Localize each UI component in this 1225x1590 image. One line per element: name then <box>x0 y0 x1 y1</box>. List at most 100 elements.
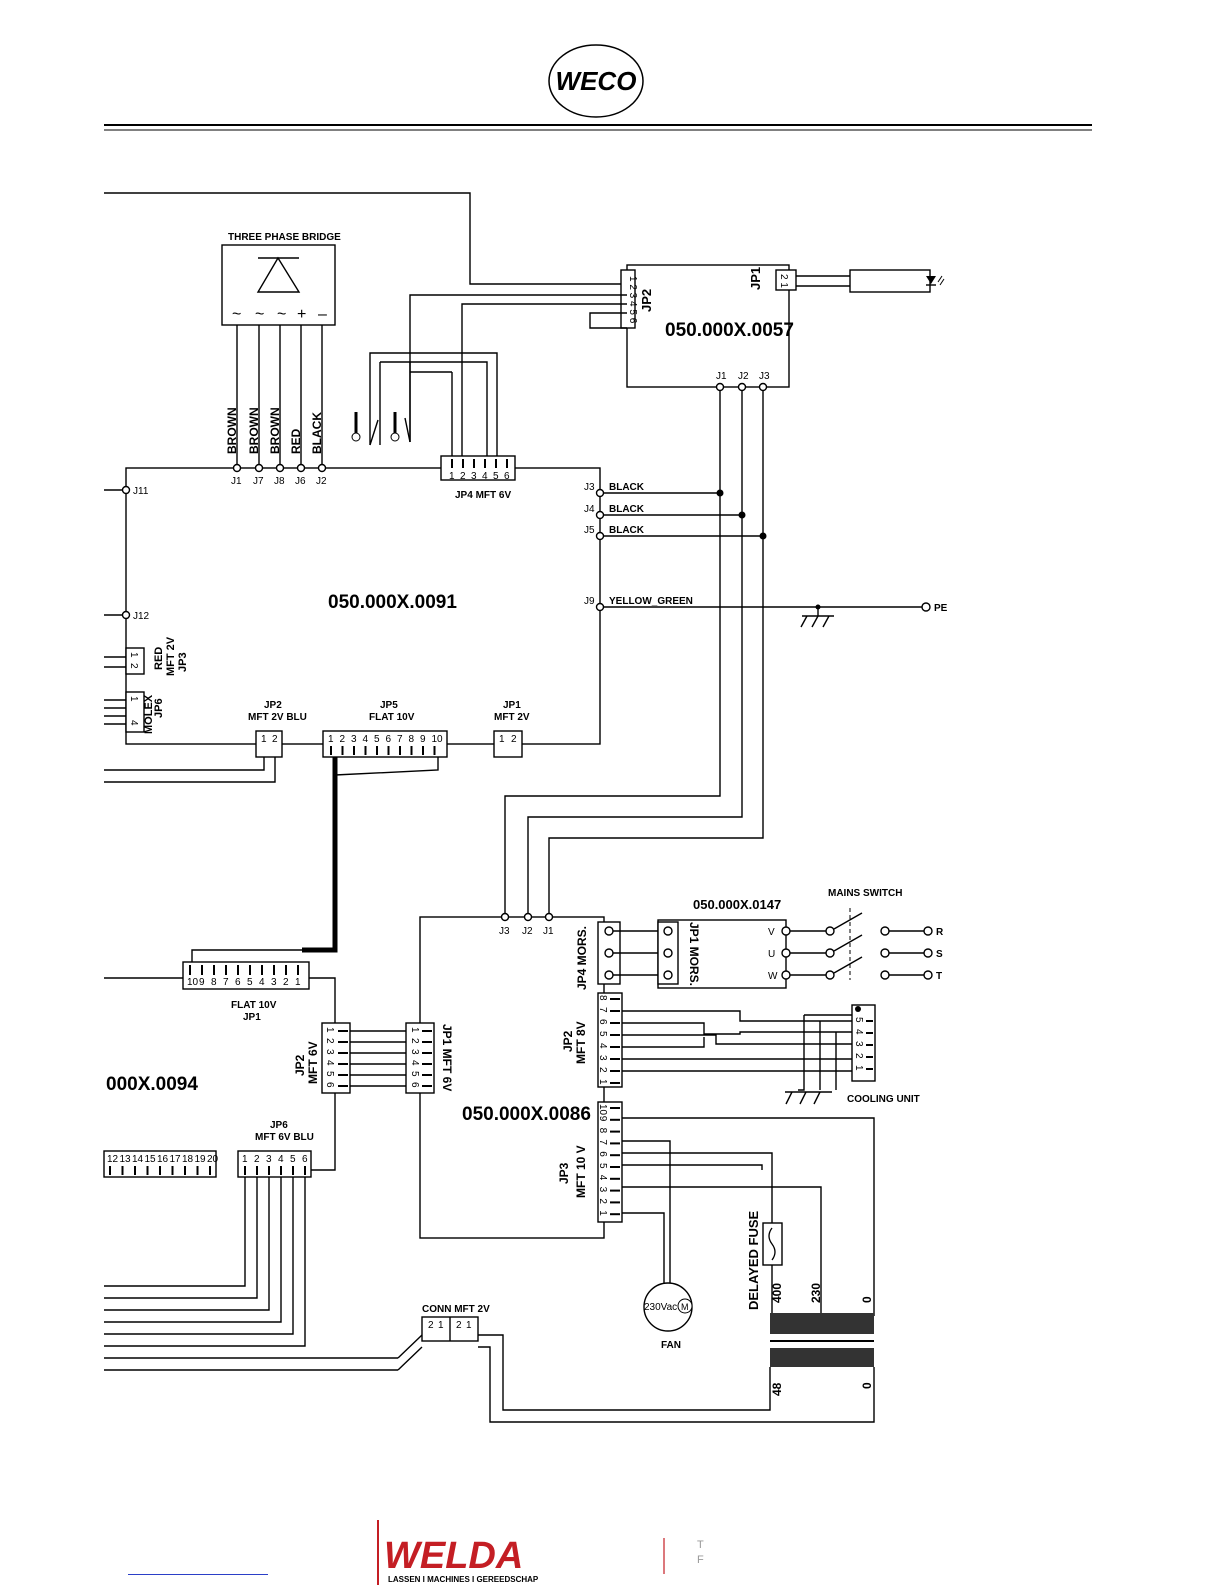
board-0086-j1: J1 <box>543 926 554 937</box>
board-0086 <box>419 916 605 1239</box>
jp6-pin-1: 1 <box>128 696 139 702</box>
pin-number: 2 <box>460 471 466 482</box>
pin-number: 3 <box>351 734 357 745</box>
pin-number: 2 <box>283 977 289 988</box>
pin-number: 1 <box>242 1154 248 1165</box>
mains-switch <box>790 908 933 980</box>
pin-number: 2 <box>853 1053 864 1059</box>
pin-number: 8 <box>597 1128 608 1134</box>
pin-number: 5 <box>597 1031 608 1037</box>
board-0086-jp4-label: JP4 MORS. <box>575 926 589 990</box>
svg-text:+: + <box>297 306 306 323</box>
pin-number: 10 <box>597 1104 608 1116</box>
bridge-title: THREE PHASE BRIDGE <box>228 232 341 243</box>
pin-number: 5 <box>324 1071 335 1077</box>
jp3-pin-2: 2 <box>128 663 139 669</box>
pin-number: 3 <box>409 1049 420 1055</box>
pin-number: 2 <box>597 1067 608 1073</box>
board-0091-jp4-connector <box>440 455 516 481</box>
jp6-pin-4: 4 <box>128 720 139 726</box>
pin-number: 3 <box>324 1049 335 1055</box>
mains-switch-title: MAINS SWITCH <box>828 888 902 899</box>
board-0091-jp4-label: JP4 MFT 6V <box>455 490 511 501</box>
pin-number: 5 <box>374 734 380 745</box>
pin-number: 16 <box>157 1154 169 1165</box>
pin-number: 10 <box>187 977 199 988</box>
pin-number: 14 <box>132 1154 144 1165</box>
welda-tagline: LASSEN I MACHINES I GEREEDSCHAP <box>388 1575 539 1584</box>
delayed-fuse-label: DELAYED FUSE <box>746 1210 761 1310</box>
pin-number: 4 <box>597 1043 608 1049</box>
board-0091-jp2-connector <box>255 730 283 758</box>
wire-label-yellow-green: YELLOW_GREEN <box>609 596 693 607</box>
board-0091-jp6-connector <box>125 691 145 733</box>
board-0094-jp6-type: MFT 6V BLU <box>255 1132 314 1143</box>
board-0091-j12: J12 <box>133 611 150 622</box>
pin-number: 1 <box>324 1027 335 1033</box>
pin-number: 4 <box>482 471 488 482</box>
pin-number: 8 <box>409 734 415 745</box>
cooling-wires <box>622 1010 852 1091</box>
board-0091-j4: J4 <box>584 504 595 515</box>
pin-number: 6 <box>597 1151 608 1157</box>
transformer-400: 400 <box>770 1283 784 1303</box>
jp2-pin-2: 2 <box>272 734 278 745</box>
pin-number: 8 <box>211 977 217 988</box>
wire-label-black: BLACK <box>609 525 645 536</box>
cooling-unit-connector <box>851 1004 876 1082</box>
pin-number: 4 <box>259 977 265 988</box>
transformer-0-primary: 0 <box>860 1296 874 1303</box>
board-0091-jp6-label: JP6 <box>153 698 165 718</box>
board-0057-jp2-label: JP2 <box>639 289 654 312</box>
pin-number: 12 <box>107 1154 119 1165</box>
board-0086-jp1-connector <box>405 1022 435 1094</box>
pin-number: 9 <box>597 1116 608 1122</box>
board-0094-flat-connector <box>182 961 310 990</box>
board-0057-jp1-label: JP1 <box>748 267 763 290</box>
board-0094-jp6-label: JP6 <box>270 1120 288 1131</box>
wire-label-brown: BROWN <box>247 407 261 454</box>
pin-number: 6 <box>302 1154 308 1165</box>
pin-number: 13 <box>120 1154 132 1165</box>
pin-number: 5 <box>853 1017 864 1023</box>
board-0147-id: 050.000X.0147 <box>693 897 781 912</box>
fan-motor-letter: M <box>681 1302 689 1312</box>
board-0057-id: 050.000X.0057 <box>665 320 794 341</box>
pin-number: 1 <box>409 1027 420 1033</box>
pin-number: 3 <box>597 1055 608 1061</box>
pin-number: 6 <box>597 1019 608 1025</box>
terminal-j7: J7 <box>253 476 264 487</box>
board-0091-jp3-type: MFT 2V <box>165 636 177 676</box>
footer-link[interactable] <box>128 1574 268 1575</box>
conn-pin-2: 2 <box>456 1320 462 1331</box>
svg-text:~: ~ <box>255 306 264 323</box>
transformer-0-secondary: 0 <box>860 1382 874 1389</box>
terminal-j6: J6 <box>295 476 306 487</box>
pin-number: 3 <box>271 977 277 988</box>
jp3-wires <box>622 1117 875 1316</box>
board-0086-jp1-label: JP1 MFT 6V <box>440 1024 454 1091</box>
pin-number: 1 <box>853 1065 864 1071</box>
wire-label-black: BLACK <box>609 504 645 515</box>
terminal-j8: J8 <box>274 476 285 487</box>
wire-label-red: RED <box>289 428 303 454</box>
board-0094-flat-label: FLAT 10V <box>231 1000 277 1011</box>
board-0057 <box>626 264 790 388</box>
pin-number: 6 <box>409 1082 420 1088</box>
footer-f: F <box>697 1554 704 1566</box>
pin-number: 7 <box>597 1007 608 1013</box>
pin-number: 1 <box>328 734 334 745</box>
pin-number: 2 <box>254 1154 260 1165</box>
pin-number: 15 <box>145 1154 157 1165</box>
board-0091-jp2-type: MFT 2V BLU <box>248 712 307 723</box>
pin-number: 1 <box>295 977 301 988</box>
board-0091-j3: J3 <box>584 482 595 493</box>
pin-number: 1 <box>449 471 455 482</box>
pin-number: 4 <box>597 1175 608 1181</box>
board-0094-jp6-connector <box>237 1150 312 1178</box>
